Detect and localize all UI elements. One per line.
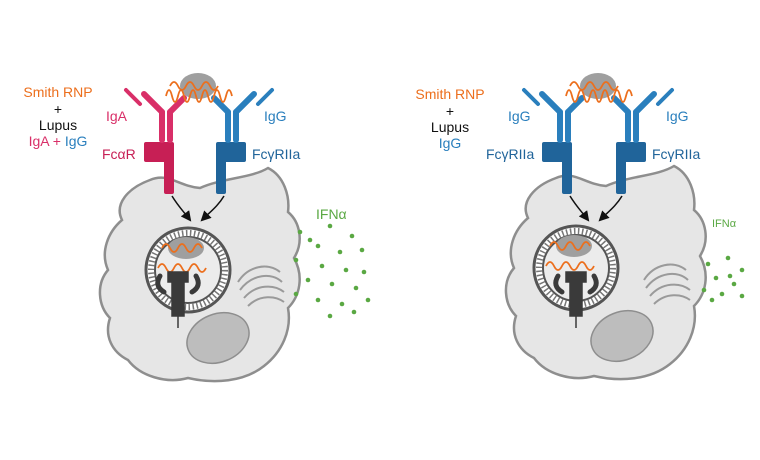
left-receptor-fcgriia: FcγRIIa bbox=[252, 146, 301, 162]
left-golgi bbox=[237, 265, 285, 307]
right-condition-line1: Smith RNP bbox=[415, 86, 485, 102]
left-antibody-iga: IgA bbox=[28, 133, 49, 149]
right-condition-plus: + bbox=[445, 103, 455, 119]
right-arrow-2 bbox=[598, 195, 623, 222]
right-fcgriia-receptor-right bbox=[616, 142, 646, 194]
right-panel bbox=[504, 73, 745, 381]
left-antibody-combo: IgA + IgG bbox=[14, 133, 102, 149]
left-rna-strand bbox=[165, 81, 233, 103]
left-receptor-fcar: FcαR bbox=[102, 146, 136, 162]
left-fcar-receptor bbox=[144, 142, 174, 194]
right-receptor-left: FcγRIIa bbox=[486, 146, 535, 162]
right-antibody: IgG bbox=[438, 135, 462, 151]
left-arrow-1 bbox=[171, 195, 192, 222]
right-tlr-icon bbox=[565, 271, 587, 328]
left-fcgriia-receptor bbox=[216, 142, 246, 194]
left-arrow-2 bbox=[200, 195, 225, 222]
right-nucleus bbox=[590, 309, 654, 363]
left-ifna-dots bbox=[293, 223, 371, 319]
right-rna-strand bbox=[565, 81, 633, 103]
left-label-igg: IgG bbox=[264, 108, 287, 124]
left-condition-line2: Lupus bbox=[38, 117, 78, 133]
right-label-igg-right: IgG bbox=[666, 108, 689, 124]
left-tlr-icon bbox=[167, 271, 189, 328]
left-antibody-plus: + bbox=[48, 133, 65, 149]
right-golgi bbox=[643, 263, 691, 305]
left-endosome-membrane bbox=[148, 230, 228, 310]
right-receptor-right: FcγRIIa bbox=[652, 146, 701, 162]
left-label-iga: IgA bbox=[106, 108, 128, 124]
left-nucleus bbox=[186, 311, 250, 365]
right-igg-antibody-left bbox=[522, 84, 594, 143]
left-condition-plus: + bbox=[53, 101, 63, 117]
right-arrow-1 bbox=[569, 195, 590, 222]
right-cytokine-ifna: IFNα bbox=[712, 218, 737, 230]
left-panel bbox=[98, 73, 371, 383]
left-cytokine-ifna: IFNα bbox=[316, 206, 347, 222]
right-fcgriia-receptor-left bbox=[542, 142, 572, 194]
right-condition-line2: Lupus bbox=[430, 119, 470, 135]
right-ifna-dots bbox=[701, 255, 745, 303]
left-igg-antibody bbox=[202, 84, 274, 143]
right-endosome-rna bbox=[545, 241, 595, 271]
left-condition-line1: Smith RNP bbox=[23, 84, 93, 100]
left-antibody-igg: IgG bbox=[64, 133, 88, 149]
right-endosome-membrane bbox=[536, 228, 616, 308]
left-endosome-rna bbox=[157, 243, 207, 273]
right-label-igg-left: IgG bbox=[508, 108, 531, 124]
